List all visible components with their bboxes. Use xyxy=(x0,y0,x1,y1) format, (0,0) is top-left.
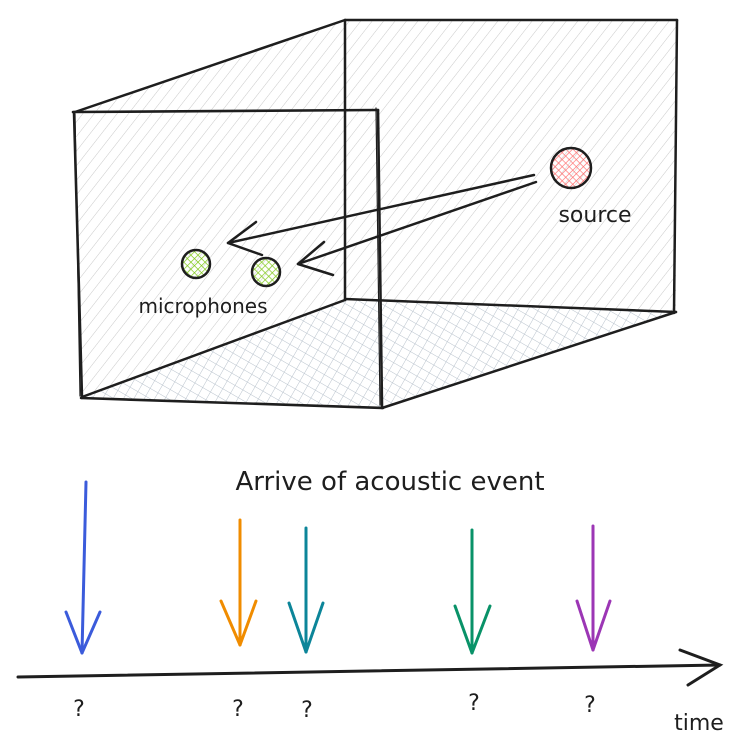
arrival-arrow-3 xyxy=(287,526,325,654)
source-marker xyxy=(549,146,593,190)
propagation-arrow-1 xyxy=(226,173,536,245)
propagation-arrow-2 xyxy=(296,180,538,266)
arrival-time-mark-4: ? xyxy=(468,691,480,716)
microphones: microphones xyxy=(138,248,282,318)
microphone-1 xyxy=(180,248,212,280)
arrival-time-mark-2: ? xyxy=(232,697,244,722)
microphones-label: microphones xyxy=(138,294,267,318)
time-axis xyxy=(16,648,724,687)
room-back-wall xyxy=(345,20,676,312)
time-axis-label: time xyxy=(674,711,724,736)
arrival-time-mark-3: ? xyxy=(301,698,313,723)
room-back-edges xyxy=(73,18,679,410)
timeline-title: Arrive of acoustic event xyxy=(235,467,544,497)
arrival-time-mark-1: ? xyxy=(73,697,85,722)
arrival-arrow-5 xyxy=(575,524,612,652)
source: source xyxy=(549,146,632,228)
timeline: Arrive of acoustic event time xyxy=(16,467,724,736)
arrival-time-mark-5: ? xyxy=(584,693,596,718)
room-front-edges xyxy=(71,107,385,410)
room-side-wall xyxy=(75,20,345,397)
arrival-arrow-2 xyxy=(219,518,258,647)
source-label: source xyxy=(558,203,631,228)
arrival-time-marks: ? ? ? ? ? xyxy=(73,691,596,723)
arrival-arrow-1 xyxy=(64,480,102,655)
arrival-arrows xyxy=(64,480,612,655)
arrow-head-1 xyxy=(226,220,264,257)
microphone-2 xyxy=(250,256,282,288)
propagation-arrows xyxy=(226,173,538,277)
arrow-head-2 xyxy=(296,240,335,277)
room xyxy=(71,18,679,410)
arrival-arrow-4 xyxy=(453,528,492,655)
